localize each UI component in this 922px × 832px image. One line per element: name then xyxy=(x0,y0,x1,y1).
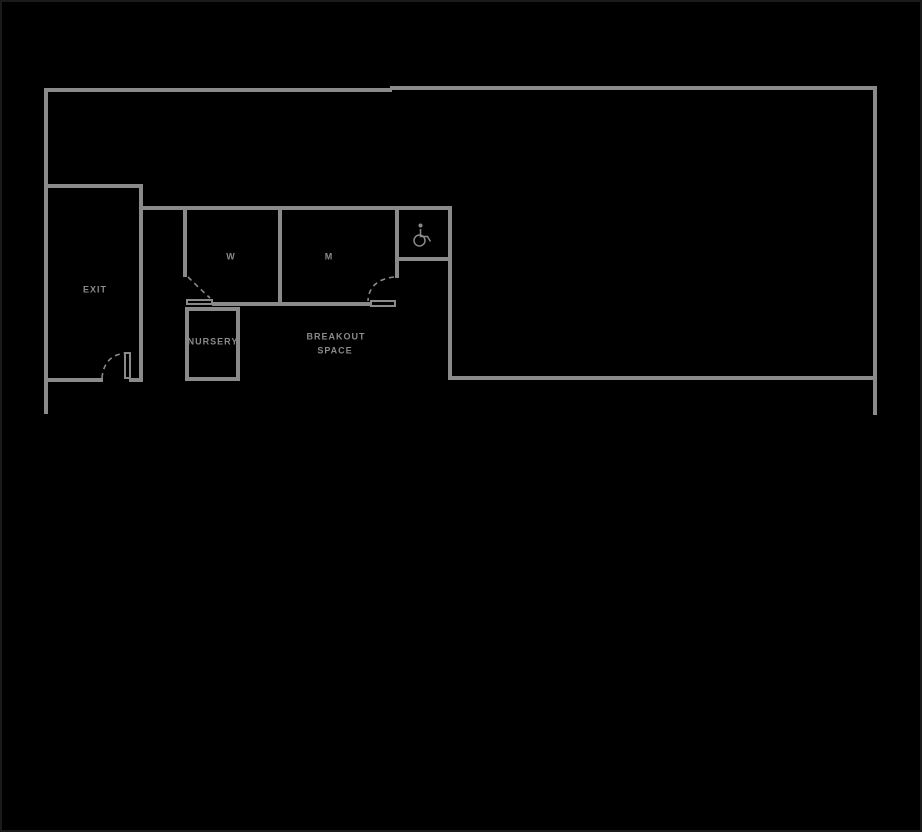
wheelchair-icon xyxy=(413,223,432,247)
womens-restroom-wall-left xyxy=(183,206,187,277)
mens-restroom-door-leaf xyxy=(370,300,396,307)
wall-top-left-segment xyxy=(44,88,392,92)
mens-restroom-label: M xyxy=(324,251,334,262)
restrooms-wall-top xyxy=(139,206,452,210)
wall-left xyxy=(44,88,48,414)
mens-restroom-door-swing-arc xyxy=(367,276,395,302)
nursery-room-label: NURSERY xyxy=(187,336,239,347)
exit-door-leaf xyxy=(124,352,131,379)
breakout-space-label-line2: SPACE xyxy=(317,345,353,356)
exit-room-label: EXIT xyxy=(82,284,108,295)
mens-restroom-wall-right xyxy=(395,206,399,278)
womens-restroom-door-leaf xyxy=(186,299,213,305)
nursery-room-outline xyxy=(185,307,240,381)
exit-room-wall-bottom-right xyxy=(129,378,143,382)
exit-room-wall-top xyxy=(44,184,143,188)
accessible-restroom-wall-bottom xyxy=(395,257,452,261)
womens-restroom-door-swing-arc xyxy=(187,276,211,299)
restrooms-wall-bottom xyxy=(212,302,372,306)
womens-restroom-label: W xyxy=(226,251,236,262)
wall-top-right-segment xyxy=(390,86,877,90)
right-area-wall-bottom xyxy=(448,376,877,380)
restroom-divider-wall xyxy=(278,206,282,306)
wall-right xyxy=(873,86,877,415)
right-area-wall-left xyxy=(448,206,452,380)
exit-room-wall-right xyxy=(139,184,143,382)
exit-door-swing-arc xyxy=(101,352,127,379)
exit-room-wall-bottom-left xyxy=(44,378,103,382)
breakout-space-label-line1: BREAKOUT xyxy=(306,331,366,342)
